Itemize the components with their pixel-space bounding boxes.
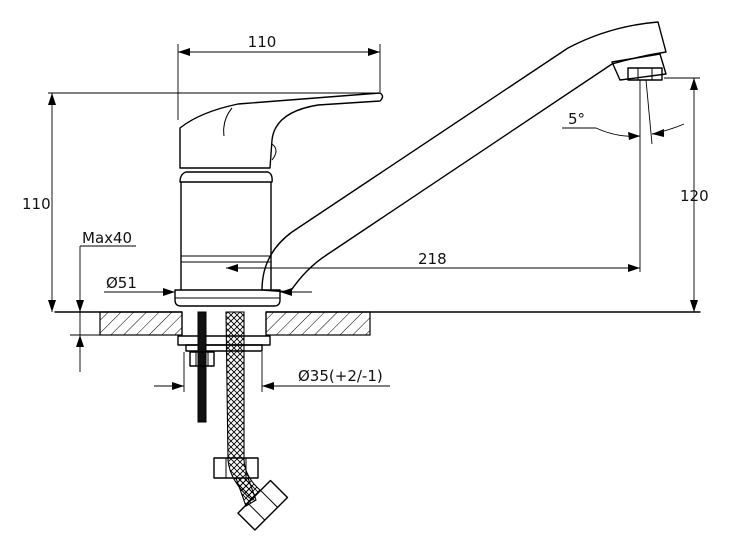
- label-base-diameter: Ø51: [106, 274, 137, 292]
- dimension-spout-angle: 5°: [562, 79, 685, 145]
- mounting-hardware: [177, 311, 271, 423]
- label-spout-angle: 5°: [568, 110, 585, 128]
- dimension-hole-diameter: Ø35(+2/-1): [154, 352, 390, 392]
- faucet-body: [174, 171, 281, 307]
- countertop: [54, 311, 701, 336]
- dimension-spout-reach: 218: [226, 80, 641, 272]
- label-spout-reach: 218: [418, 250, 447, 268]
- dimension-body-height: 110: [22, 92, 380, 312]
- label-hole-diameter: Ø35(+2/-1): [298, 367, 383, 385]
- label-spout-height: 120: [680, 187, 709, 205]
- dimension-handle-length: 110: [177, 33, 381, 120]
- label-max-thickness: Max40: [82, 229, 132, 247]
- dimension-base-diameter: Ø51: [104, 274, 312, 296]
- lever-handle: [179, 92, 384, 169]
- spout: [261, 21, 667, 293]
- label-handle-length: 110: [248, 33, 277, 51]
- flex-hose: [213, 311, 289, 531]
- dimension-spout-height: 120: [664, 77, 709, 312]
- label-body-height: 110: [22, 195, 51, 213]
- dimension-max-thickness: Max40: [70, 229, 136, 372]
